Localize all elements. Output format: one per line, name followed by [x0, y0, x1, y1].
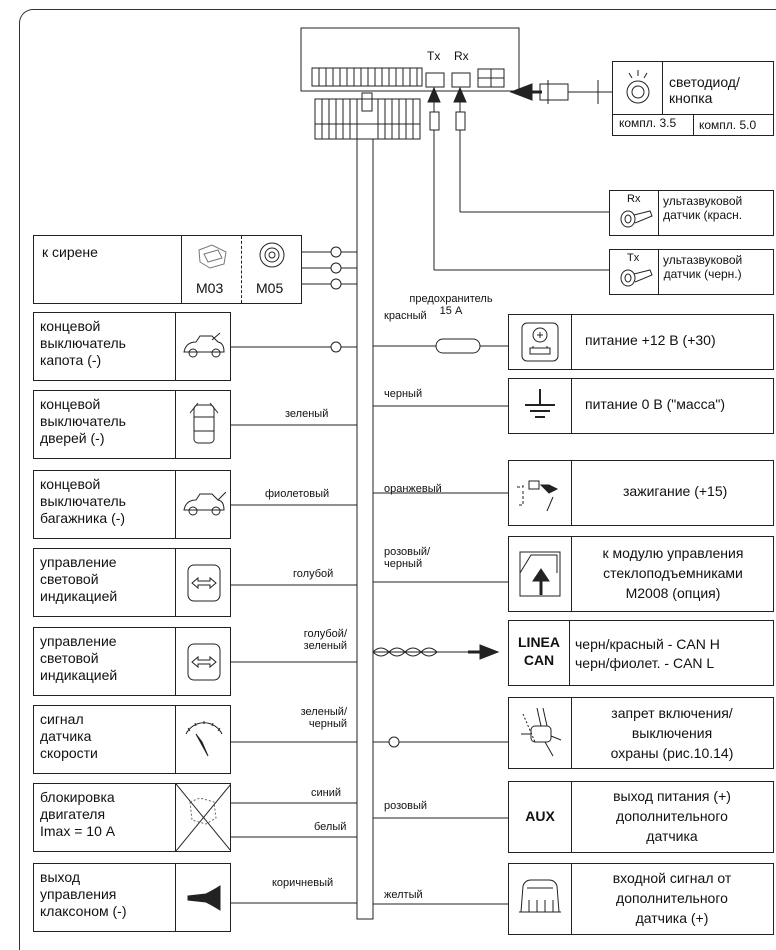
- ultrasonic-red-box: Rx ультазвуковой датчик (красн.: [609, 190, 774, 236]
- ground-box: питание 0 В ("масса"): [508, 378, 774, 434]
- ignition-box: зажигание (+15): [508, 460, 774, 526]
- wire-red: красный: [384, 310, 427, 322]
- ignition-label: зажигание (+15): [623, 483, 728, 499]
- car-hood-icon: [183, 332, 225, 358]
- led-button-box: светодиод/ кнопка компл. 3.5 компл. 5.0: [612, 61, 774, 136]
- window-lift-icon: [519, 551, 561, 597]
- control-unit: [300, 27, 520, 92]
- arm-disable-label: запрет включения/ выключения охраны (рис…: [610, 705, 734, 761]
- wire-horn: коричневый: [272, 877, 334, 889]
- siren-label: к сирене: [42, 244, 98, 260]
- can-box: LINEA CAN черн/красный - CAN H черн/фиол…: [508, 620, 774, 686]
- kit-5-0-label: компл. 5.0: [699, 118, 757, 132]
- main-connector-grid: [311, 67, 423, 87]
- aux-input-label: входной сигнал от дополнительного датчик…: [612, 870, 732, 926]
- main-trunk: [356, 138, 374, 920]
- wire-orange: оранжевый: [384, 483, 442, 495]
- led-button-icon: [626, 70, 650, 104]
- speed-sensor-label: сигнал датчика скорости: [40, 711, 98, 761]
- can-icon-text: LINEA CAN: [518, 634, 560, 668]
- aux-input-box: входной сигнал от дополнительного датчик…: [508, 863, 774, 935]
- led-plug: [539, 80, 612, 104]
- ignition-key-icon: [517, 480, 559, 512]
- speedometer-icon: [185, 721, 223, 757]
- horn-box: выход управления клаксоном (-): [33, 863, 231, 932]
- rx-label: Rx: [454, 49, 469, 63]
- harness-connector: [314, 98, 421, 140]
- door-switch-label: концевой выключатель дверей (-): [40, 396, 126, 446]
- speed-sensor-box: сигнал датчика скорости: [33, 705, 231, 774]
- ultrasonic-sensor-icon: [620, 210, 653, 228]
- car-trunk-icon: [183, 491, 226, 516]
- power-12v-label: питание +12 В (+30): [585, 332, 716, 348]
- fuse-label: предохранитель 15 А: [409, 293, 493, 317]
- hood-switch-box: концевой выключатель капота (-): [33, 312, 231, 381]
- turn-signal-icon: [187, 564, 221, 602]
- engine-block-box: блокировка двигателя Imax = 10 А: [33, 783, 231, 852]
- tx-port: [425, 72, 445, 88]
- ultrasonic-black-box: Tx ультазвуковой датчик (черн.): [609, 249, 774, 295]
- service-button-icon: [521, 707, 562, 757]
- led-button-label: светодиод/ кнопка: [669, 74, 740, 106]
- rx-tag: Rx: [627, 193, 641, 205]
- wire-pink-black: розовый/ черный: [384, 546, 431, 570]
- wire-speed: зеленый/ черный: [300, 706, 347, 730]
- diagram-frame: [19, 9, 776, 950]
- arm-disable-box: запрет включения/ выключения охраны (рис…: [508, 697, 774, 769]
- horn-icon: [187, 885, 221, 911]
- hood-switch-label: концевой выключатель капота (-): [40, 318, 126, 368]
- wire-light-1: голубой: [293, 568, 334, 580]
- sensor-module-icon: [519, 879, 561, 913]
- can-arrow: [479, 644, 500, 660]
- light-control-label-2: управление световой индикацией: [40, 633, 118, 683]
- aux-box: AUX выход питания (+) дополнительного да…: [508, 781, 774, 853]
- window-module-box: к модулю управления стеклоподъемниками M…: [508, 536, 774, 612]
- siren-m03-icon: [198, 244, 227, 269]
- trunk-switch-label: концевой выключатель багажника (-): [40, 476, 126, 526]
- ultrasonic-red-label: ультазвуковой датчик (красн.: [663, 194, 743, 222]
- light-control-box-1: управление световой индикацией: [33, 548, 231, 617]
- tx-rx-arrows: [427, 86, 467, 103]
- rx-port: [451, 72, 471, 88]
- window-module-label: к модулю управления стеклоподъемниками M…: [602, 545, 744, 601]
- door-switch-box: концевой выключатель дверей (-): [33, 390, 231, 459]
- engine-block-label: блокировка двигателя Imax = 10 А: [40, 789, 116, 839]
- wire-engine-2: белый: [314, 821, 347, 833]
- light-control-label-1: управление световой индикацией: [40, 554, 118, 604]
- trunk-switch-box: концевой выключатель багажника (-): [33, 470, 231, 539]
- wire-pink: розовый: [384, 800, 428, 812]
- siren-box: к сирене M03 M05: [33, 235, 302, 304]
- ultrasonic-black-label: ультазвуковой датчик (черн.): [663, 253, 743, 281]
- led-arrow: [509, 83, 533, 101]
- light-control-box-2: управление световой индикацией: [33, 627, 231, 696]
- wire-yellow: желтый: [384, 889, 423, 901]
- aux-icon-text: AUX: [525, 808, 555, 824]
- siren-m05-label: M05: [256, 280, 284, 296]
- turn-signal-icon: [187, 643, 221, 681]
- siren-m05-icon: [259, 242, 285, 268]
- tx-label: Tx: [427, 49, 441, 63]
- aux-label: выход питания (+) дополнительного датчик…: [613, 788, 731, 844]
- wire-light-2: голубой/ зеленый: [303, 628, 347, 652]
- wire-door: зеленый: [285, 408, 329, 420]
- horn-label: выход управления клаксоном (-): [40, 869, 127, 919]
- kit-3-5-label: компл. 3.5: [619, 116, 677, 130]
- ground-label: питание 0 В ("масса"): [585, 396, 726, 412]
- ground-icon: [525, 389, 555, 418]
- wire-engine-1: синий: [311, 787, 342, 799]
- wire-trunk: фиолетовый: [265, 488, 330, 500]
- can-label: черн/красный - CAN H черн/фиолет. - CAN …: [575, 636, 720, 671]
- wire-black: черный: [384, 388, 423, 400]
- ultrasonic-sensor-icon: [620, 269, 653, 287]
- tx-tag: Tx: [627, 252, 640, 264]
- power-12v-box: питание +12 В (+30): [508, 314, 774, 370]
- engine-blocked-icon: [176, 784, 231, 851]
- siren-m03-label: M03: [196, 280, 224, 296]
- battery-icon: [521, 322, 559, 362]
- fuse-symbol: [435, 338, 481, 354]
- car-door-icon: [189, 402, 219, 444]
